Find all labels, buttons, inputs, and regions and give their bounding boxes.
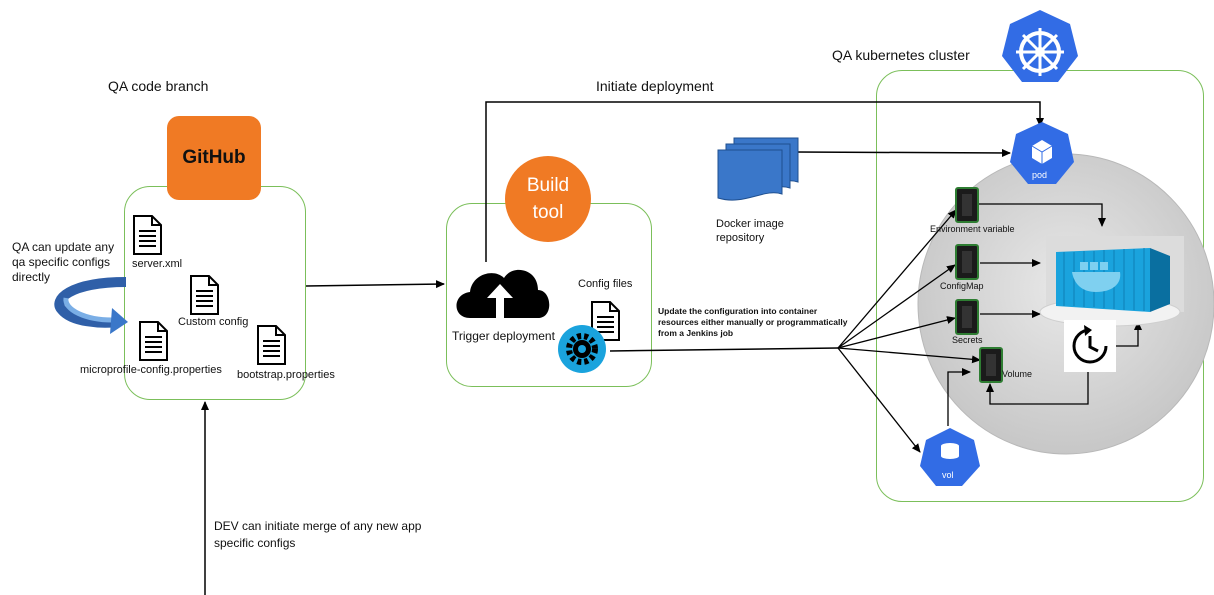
to-secrets-arrow bbox=[837, 316, 956, 349]
qa-update-arrow bbox=[54, 277, 128, 334]
update-configuration-note: Update the configuration into container … bbox=[658, 306, 848, 338]
config-files-label: Config files bbox=[578, 278, 633, 290]
file-label-microprofile: microprofile-config.properties bbox=[80, 364, 222, 376]
file-label-server-xml: server.xml bbox=[132, 258, 183, 270]
kubernetes-logo-icon bbox=[1002, 10, 1078, 82]
qa-update-note: QA can update any qa specific configs di… bbox=[12, 240, 115, 284]
restart-clock-icon bbox=[1064, 320, 1116, 372]
file-label-bootstrap: bootstrap.properties bbox=[237, 369, 335, 381]
environment-variable-icon bbox=[955, 187, 979, 223]
document-icon bbox=[139, 321, 168, 361]
gear-icon bbox=[558, 325, 606, 373]
qa-to-build-arrow bbox=[305, 280, 445, 289]
docker-to-pod-arrow bbox=[795, 148, 1011, 157]
file-label-custom-config: Custom config bbox=[178, 316, 249, 328]
container-icon bbox=[1039, 236, 1184, 327]
to-volume-arrow bbox=[837, 347, 981, 364]
github-label: GitHub bbox=[182, 147, 246, 168]
document-icon bbox=[133, 215, 162, 255]
volume-label: Volume bbox=[1002, 369, 1033, 379]
to-configmap-arrow bbox=[837, 264, 956, 349]
volume-icon bbox=[979, 347, 1003, 383]
cloud-upload-icon bbox=[456, 269, 550, 318]
configmap-label: ConfigMap bbox=[940, 281, 984, 291]
vol-label: vol bbox=[942, 470, 954, 480]
initiate-deployment-label: Initiate deployment bbox=[596, 78, 714, 94]
configmap-icon bbox=[955, 244, 979, 280]
pod-label: pod bbox=[1032, 170, 1048, 180]
environment-variable-label: Environment variable bbox=[930, 224, 1015, 234]
dev-merge-note: DEV can initiate merge of any new app sp… bbox=[214, 519, 422, 550]
build-tool-badge bbox=[505, 156, 591, 242]
to-vol-arrow bbox=[837, 347, 921, 453]
config-file-icon bbox=[591, 301, 620, 341]
initiate-deployment-arrow bbox=[485, 101, 1044, 262]
github-logo: GitHub bbox=[167, 116, 261, 200]
secrets-label: Secrets bbox=[952, 335, 983, 345]
secrets-icon bbox=[955, 299, 979, 335]
docker-repo-label: Docker image repository bbox=[716, 218, 784, 244]
pod-icon bbox=[1010, 122, 1074, 184]
qa-branch-title: QA code branch bbox=[108, 78, 209, 94]
document-icon bbox=[257, 325, 286, 365]
docker-repository-icon bbox=[717, 137, 799, 201]
build-tool-label: Build tool bbox=[526, 175, 570, 223]
document-icon bbox=[190, 275, 219, 315]
cluster-title: QA kubernetes cluster bbox=[832, 47, 970, 63]
trigger-deployment-label: Trigger deployment bbox=[452, 329, 555, 343]
vol-icon bbox=[920, 428, 980, 486]
to-env-arrow bbox=[837, 209, 957, 349]
